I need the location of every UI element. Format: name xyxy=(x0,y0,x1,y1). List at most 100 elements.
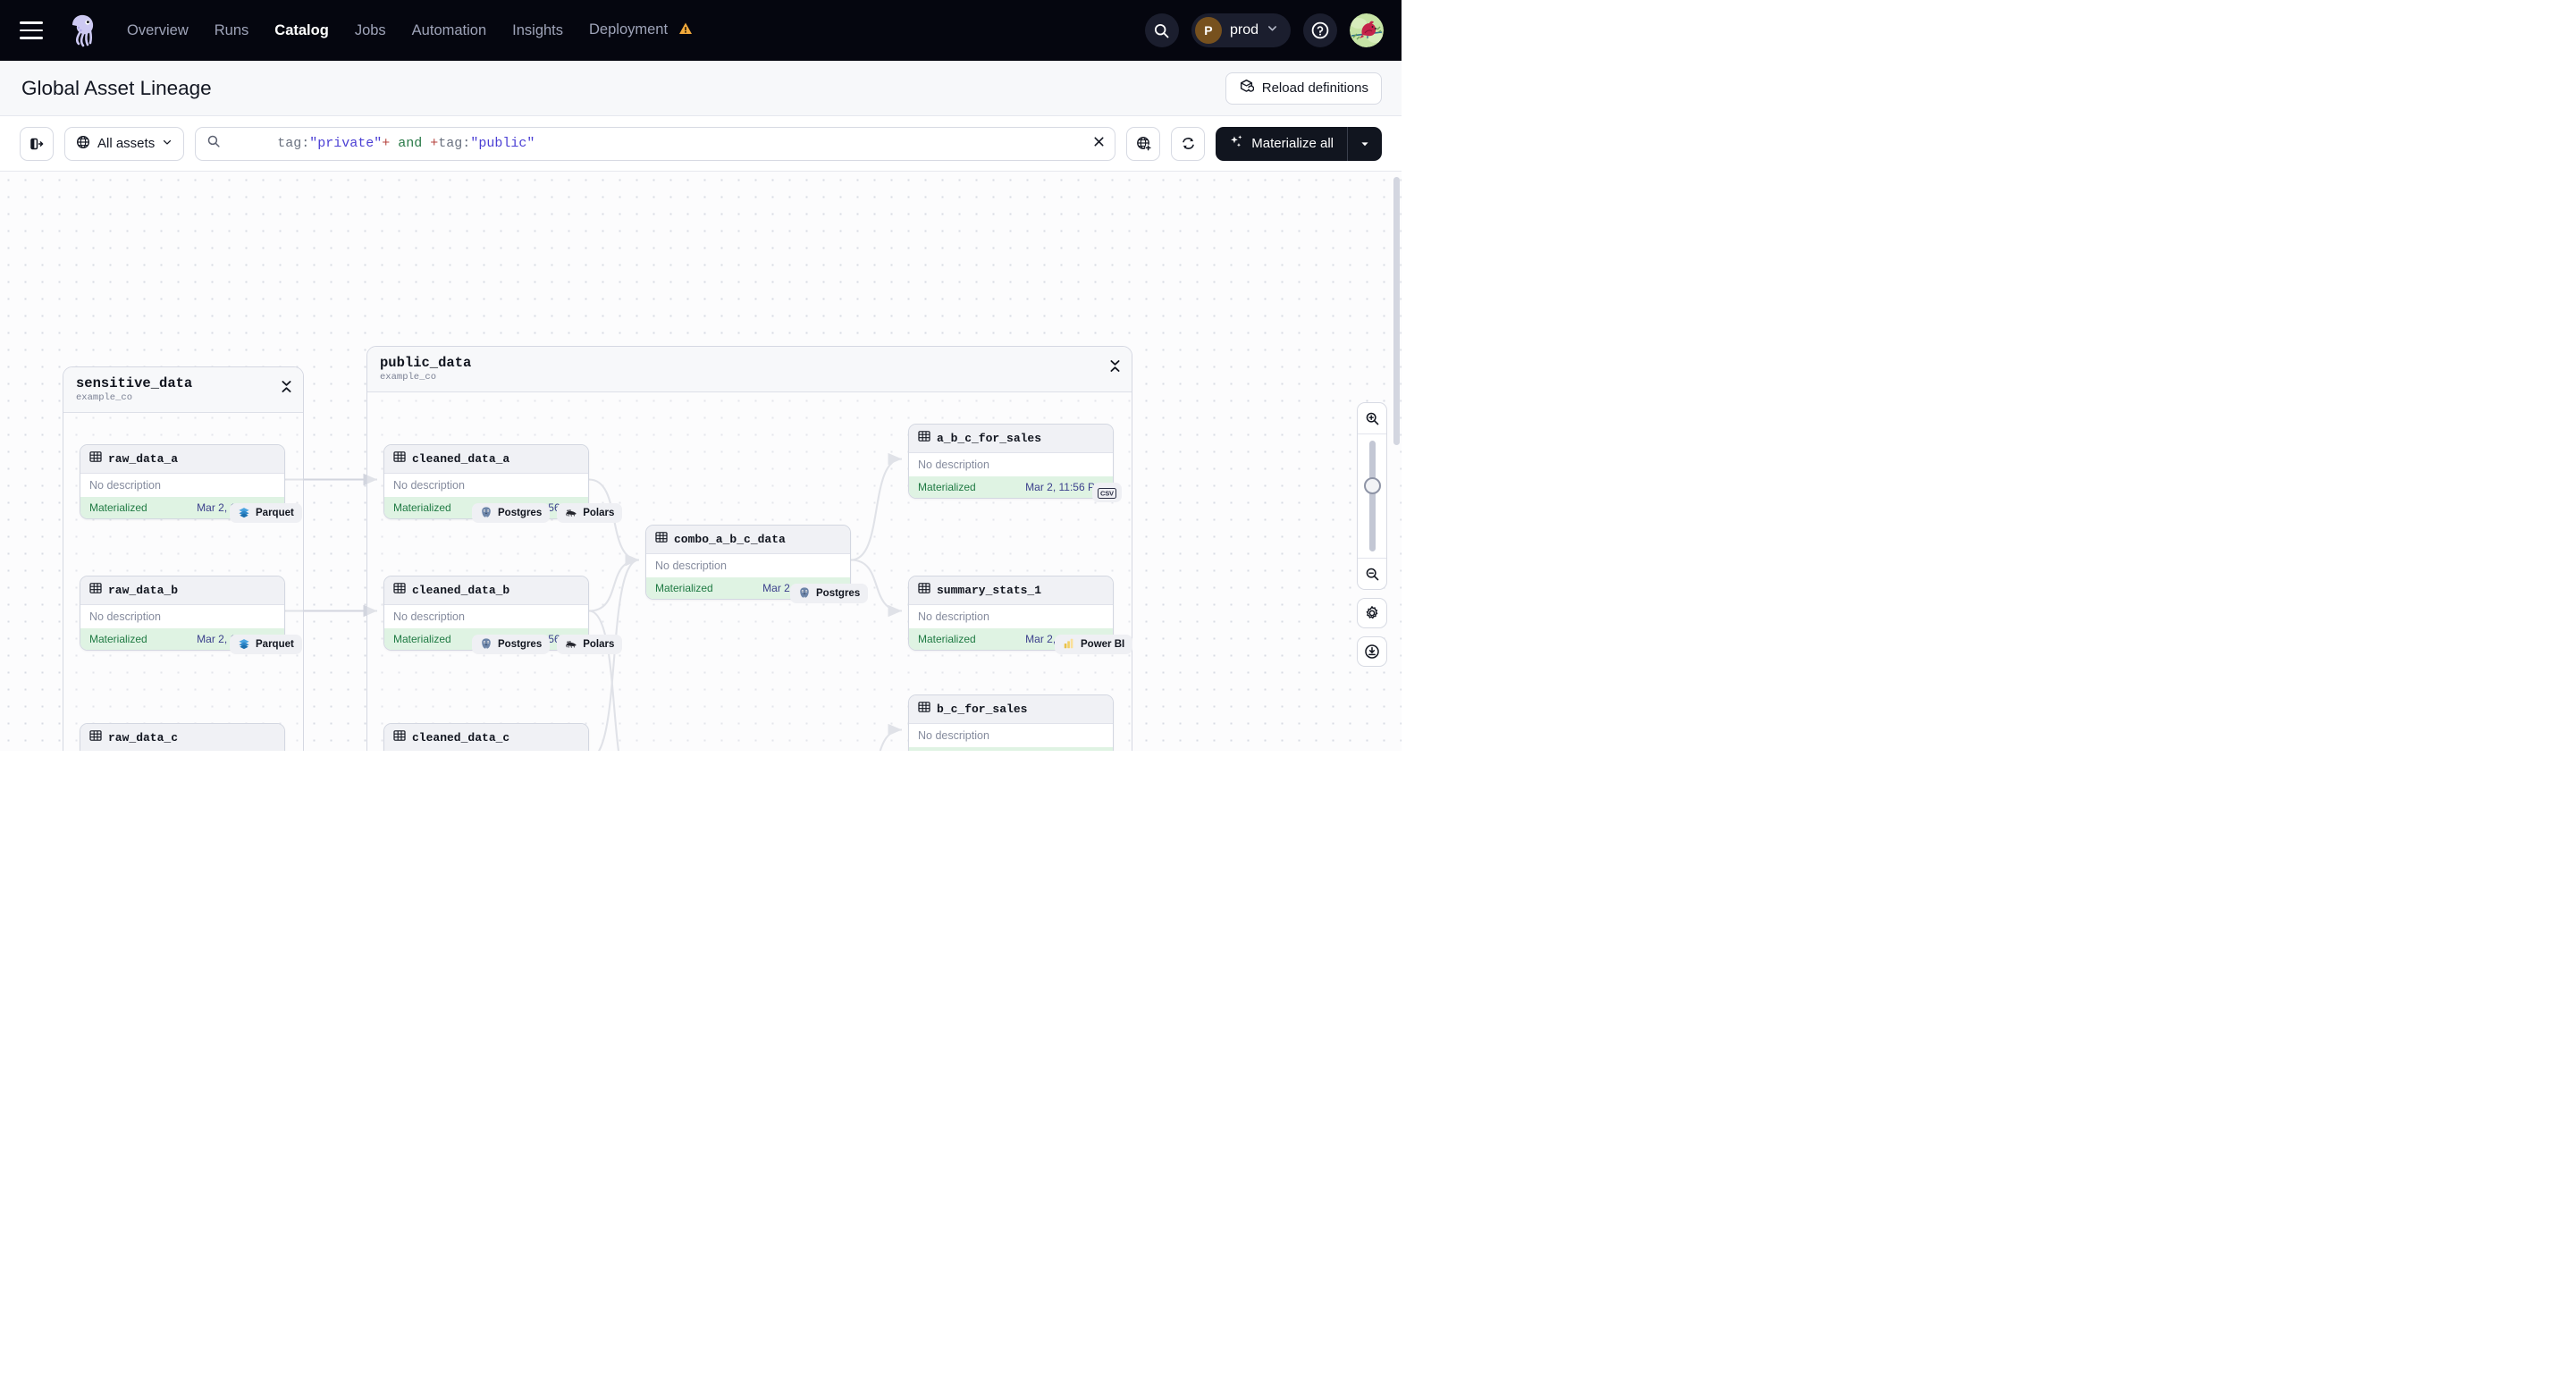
page-title: Global Asset Lineage xyxy=(21,76,212,99)
zoom-slider[interactable] xyxy=(1358,434,1386,558)
search-icon xyxy=(206,134,221,153)
search-input[interactable]: tag:"private"+ and +tag:"public" xyxy=(195,126,1116,161)
scrollbar-thumb[interactable] xyxy=(1393,177,1400,445)
zoom-slider-thumb[interactable] xyxy=(1363,477,1381,494)
user-avatar-cardinal[interactable] xyxy=(1350,13,1384,47)
kind-tag-postgres[interactable]: Postgres xyxy=(472,635,551,654)
nav-link-overview[interactable]: Overview xyxy=(127,21,189,38)
materialize-all-main[interactable]: Materialize all xyxy=(1216,127,1347,161)
question-circle-icon[interactable] xyxy=(1303,13,1337,47)
reload-definitions-button[interactable]: Reload definitions xyxy=(1225,72,1382,105)
kind-tag-csv[interactable]: CSV xyxy=(1092,483,1122,502)
kind-tag-power-bi[interactable]: Power BI xyxy=(1055,635,1133,654)
asset-node-description: No description xyxy=(909,453,1113,476)
asset-node[interactable]: combo_a_b_c_data No description Material… xyxy=(645,525,851,600)
nav-link-runs[interactable]: Runs xyxy=(214,21,249,38)
kind-tag-label: Polars xyxy=(583,639,615,650)
refresh-icon[interactable] xyxy=(1171,126,1206,161)
collapse-vertical-icon[interactable] xyxy=(1109,359,1121,377)
asset-kind-tags: Postgres xyxy=(790,584,869,603)
status-badge: Materialized xyxy=(393,633,451,645)
main-nav-links: Overview Runs Catalog Jobs Automation In… xyxy=(127,21,693,40)
nav-link-insights[interactable]: Insights xyxy=(512,21,564,38)
status-badge: Materialized xyxy=(655,582,713,594)
kind-tag-postgres[interactable]: Postgres xyxy=(472,503,551,523)
asset-group-header[interactable]: public_data example_co xyxy=(367,347,1132,392)
warning-triangle-icon xyxy=(678,21,693,40)
table-icon xyxy=(393,582,406,599)
status-badge: Materialized xyxy=(89,633,147,645)
asset-kind-tags: Postgres Polars xyxy=(472,635,623,654)
kind-tag-label: Parquet xyxy=(256,639,294,650)
postgres-icon xyxy=(480,506,492,521)
asset-filter-label: All assets xyxy=(97,136,156,151)
kind-tag-label: Polars xyxy=(583,508,615,518)
asset-node[interactable]: b_c_for_sales No description Materialize… xyxy=(908,694,1114,751)
globe-plus-icon[interactable] xyxy=(1126,126,1161,161)
panel-expand-icon[interactable] xyxy=(20,126,54,161)
asset-node[interactable]: a_b_c_for_sales No description Materiali… xyxy=(908,424,1114,499)
zoom-in-icon[interactable] xyxy=(1358,403,1386,433)
table-icon xyxy=(918,430,930,447)
hamburger-menu-icon[interactable] xyxy=(20,21,43,39)
canvas-vertical-scrollbar[interactable] xyxy=(1393,172,1400,751)
chevron-down-icon xyxy=(1267,22,1278,38)
asset-node-status-bar: Materialized Mar 2, 11:56 PM xyxy=(909,476,1113,498)
caret-down-icon[interactable] xyxy=(1348,127,1382,161)
nav-link-deployment[interactable]: Deployment xyxy=(589,21,693,40)
table-icon xyxy=(918,701,930,718)
table-icon xyxy=(393,450,406,467)
polars-icon xyxy=(565,506,577,521)
asset-group-sensitive[interactable]: sensitive_data example_co xyxy=(63,366,304,751)
kind-tag-polars[interactable]: Polars xyxy=(557,503,623,523)
download-circle-icon[interactable] xyxy=(1357,636,1387,667)
page-header: Global Asset Lineage Reload definitions xyxy=(0,61,1402,116)
search-token-1: "private" xyxy=(309,136,383,151)
asset-node-name: raw_data_c xyxy=(108,731,179,745)
lineage-toolbar: All assets tag:"private"+ and +tag:"publ… xyxy=(0,116,1402,172)
asset-node-name: raw_data_a xyxy=(108,452,179,466)
globe-icon xyxy=(76,135,90,153)
kind-tag-parquet[interactable]: Parquet xyxy=(230,635,302,654)
asset-filter-dropdown[interactable]: All assets xyxy=(64,126,185,161)
kind-tag-polars[interactable]: Polars xyxy=(557,635,623,654)
table-icon xyxy=(89,582,102,599)
lineage-canvas[interactable]: sensitive_data example_co public_data ex… xyxy=(0,172,1402,751)
search-icon[interactable] xyxy=(1144,13,1179,47)
dagster-logo[interactable] xyxy=(63,11,102,50)
box-refresh-icon xyxy=(1239,79,1254,97)
asset-group-header[interactable]: sensitive_data example_co xyxy=(63,367,303,413)
polars-icon xyxy=(565,637,577,652)
kind-tag-postgres[interactable]: Postgres xyxy=(790,584,869,603)
asset-node-description: No description xyxy=(384,474,588,497)
nav-link-jobs[interactable]: Jobs xyxy=(354,21,386,38)
asset-node[interactable]: cleaned_data_c No description Materializ… xyxy=(383,723,589,751)
search-token-0: tag: xyxy=(277,136,310,151)
status-badge: Materialized xyxy=(918,481,976,493)
asset-group-subtitle: example_co xyxy=(76,392,133,403)
asset-group-title: sensitive_data xyxy=(76,375,193,391)
asset-node-description: No description xyxy=(646,554,850,577)
nav-link-automation[interactable]: Automation xyxy=(411,21,487,38)
collapse-vertical-icon[interactable] xyxy=(281,380,292,398)
asset-node-name: a_b_c_for_sales xyxy=(937,432,1042,445)
asset-node-description: No description xyxy=(80,605,284,628)
postgres-icon xyxy=(798,586,811,602)
deployment-selector[interactable]: P prod xyxy=(1191,13,1291,47)
zoom-slider-track xyxy=(1368,441,1376,551)
asset-node[interactable]: raw_data_c No description Materialized M… xyxy=(80,723,285,751)
asset-node-header: b_c_for_sales xyxy=(909,695,1113,724)
zoom-divider-bottom xyxy=(1358,558,1386,559)
powerbi-icon xyxy=(1063,637,1075,652)
zoom-out-icon[interactable] xyxy=(1358,559,1386,589)
gear-icon[interactable] xyxy=(1357,598,1387,628)
nav-link-catalog[interactable]: Catalog xyxy=(274,21,329,38)
table-icon xyxy=(89,729,102,746)
materialize-all-button[interactable]: Materialize all xyxy=(1216,126,1382,161)
search-token-6: "public" xyxy=(470,136,535,151)
close-icon[interactable] xyxy=(1092,135,1106,153)
top-navigation-bar: Overview Runs Catalog Jobs Automation In… xyxy=(0,0,1402,61)
sparkle-icon xyxy=(1229,134,1244,153)
kind-tag-parquet[interactable]: Parquet xyxy=(230,503,302,523)
asset-node-header: combo_a_b_c_data xyxy=(646,526,850,554)
